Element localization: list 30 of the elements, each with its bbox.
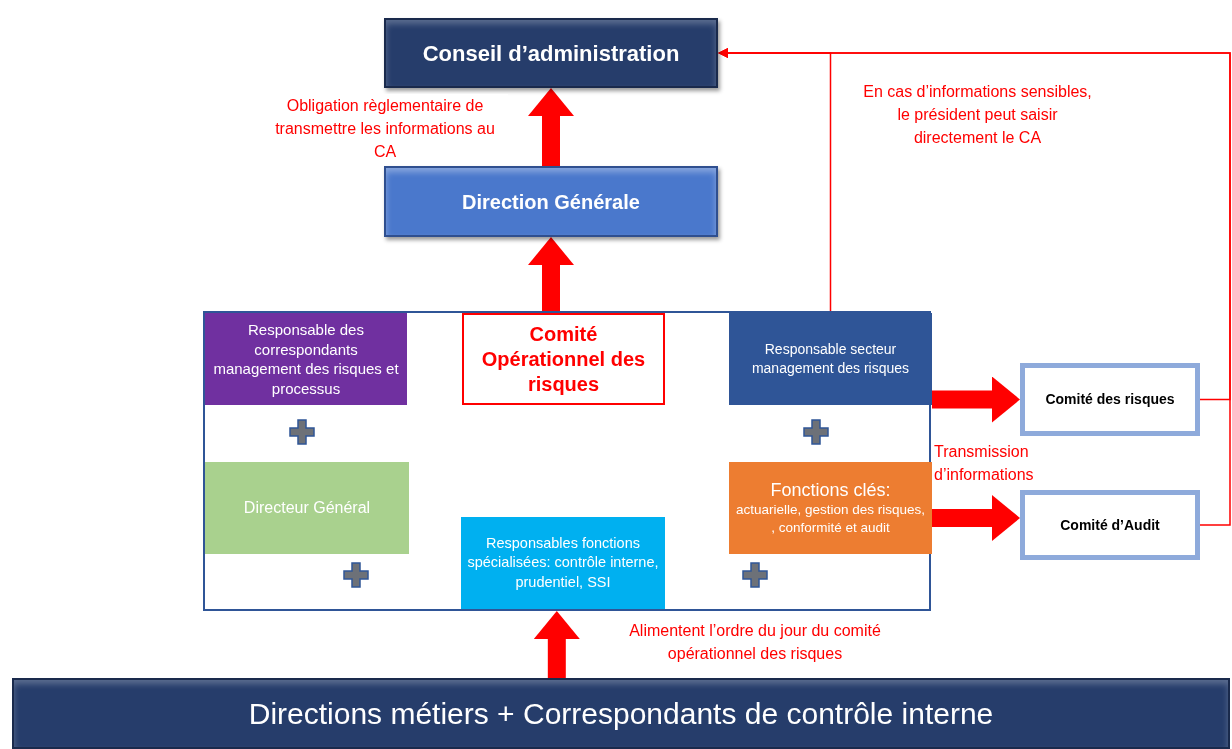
node-text: Comité des risques (1045, 390, 1175, 409)
node-text: Direction Générale (462, 189, 640, 215)
node-text: Directeur Général (243, 498, 371, 518)
node-text: Conseil d’administration (422, 39, 680, 68)
block-arrow (533, 611, 580, 678)
role-box (205, 462, 409, 554)
arrow (718, 48, 1231, 526)
committee-box (462, 313, 665, 405)
block-arrow (932, 495, 1020, 541)
node-text: actuarielle, gestion des risques, , conformité et audit (734, 501, 927, 537)
node-text: Responsable secteur management des risques (750, 340, 911, 378)
block-arrow (932, 376, 1020, 423)
node-text: Responsable des correspondants management des risques et processus (212, 320, 400, 398)
role-box (205, 313, 407, 405)
committee-frame (203, 311, 931, 611)
departments-banner (12, 678, 1230, 749)
node-text: Directions métiers + Correspondants de contrôle interne (248, 696, 994, 732)
node-text: Responsables fonctions spécialisées: contrôle interne, prudentiel, SSI (466, 533, 660, 592)
block-arrow (528, 237, 574, 313)
committee-box (1020, 490, 1200, 560)
role-box (729, 313, 932, 405)
block-arrow (528, 88, 574, 166)
management-box (384, 166, 718, 237)
board-box (384, 18, 718, 88)
role-box (461, 517, 665, 609)
node-text: Fonctions clés: (770, 479, 891, 502)
node-text: Comité Opérationnel des risques (480, 321, 647, 397)
committee-box (1020, 363, 1200, 436)
node-text: Comité d’Audit (1060, 515, 1160, 535)
key-functions-box (729, 462, 932, 554)
